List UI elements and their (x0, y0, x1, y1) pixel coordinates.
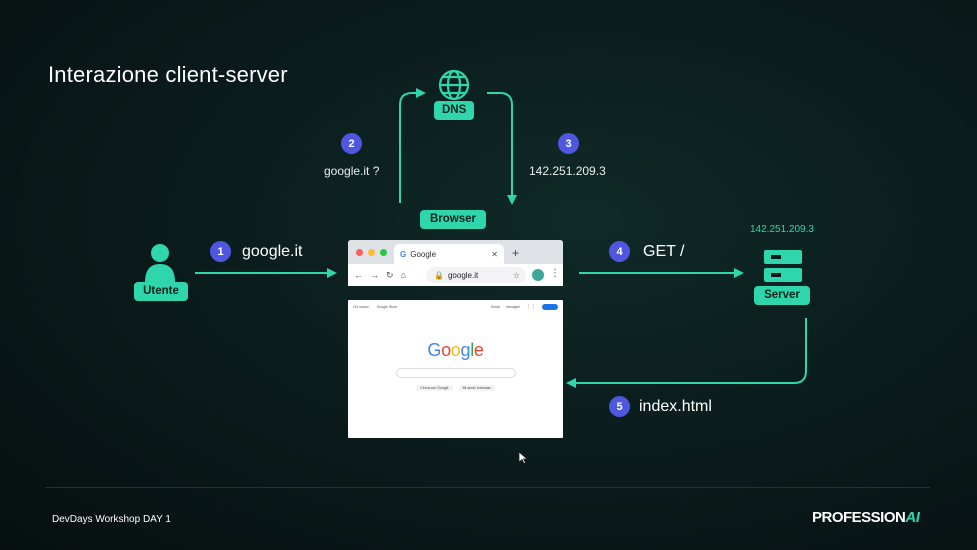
user-tag: Utente (134, 282, 188, 301)
page-top-left-links: Chi siamo Google Store (353, 305, 397, 309)
minimize-dot-icon[interactable] (368, 249, 375, 256)
footer-divider (45, 487, 930, 488)
google-favicon-icon: G (400, 249, 407, 259)
step-3-label: 142.251.209.3 (529, 164, 606, 178)
user-icon (145, 244, 175, 282)
browser-tab-bar: G Google ✕ + (348, 240, 563, 264)
reload-icon[interactable]: ↻ (386, 269, 394, 280)
tab-close-icon[interactable]: ✕ (491, 249, 498, 259)
step-4-label: GET / (643, 243, 685, 260)
forward-arrow-icon[interactable]: → (370, 270, 379, 280)
brand-logo-main: PROFESSION (812, 509, 906, 526)
server-tag: Server (754, 286, 810, 305)
browser-toolbar: ← → ↻ ⌂ 🔒 google.it ☆ ⋮ (348, 264, 563, 286)
slide-title: Interazione client-server (48, 62, 288, 87)
step-1-badge: 1 (210, 241, 231, 262)
apps-grid-icon[interactable]: ⋮⋮ (526, 304, 536, 310)
brand-logo: PROFESSIONAI (812, 509, 920, 526)
menu-kebab-icon[interactable]: ⋮ (550, 268, 560, 279)
sign-in-button[interactable] (542, 304, 558, 310)
step-3-badge: 3 (558, 133, 579, 154)
globe-icon (438, 69, 470, 101)
browser-window: G Google ✕ + ← → ↻ ⌂ 🔒 google.it ☆ ⋮ (348, 240, 563, 286)
page-link-store[interactable]: Google Store (376, 305, 398, 309)
page-link-images[interactable]: Immagini (505, 305, 520, 309)
arrow-browser-to-dns (399, 88, 426, 203)
arrow-dns-to-browser (487, 92, 517, 205)
footer-event-label: DevDays Workshop DAY 1 (52, 514, 171, 525)
back-arrow-icon[interactable]: ← (354, 270, 363, 280)
home-icon[interactable]: ⌂ (400, 270, 406, 280)
browser-tag: Browser (420, 210, 486, 229)
step-5-label: index.html (639, 398, 712, 415)
step-1-label: google.it (242, 243, 303, 260)
google-logo: Google (427, 340, 484, 360)
arrow-server-to-browser (566, 318, 807, 388)
new-tab-button[interactable]: + (512, 246, 520, 260)
step-2-badge: 2 (341, 133, 362, 154)
browser-page-content: Chi siamo Google Store Gmail Immagini ⋮⋮… (348, 300, 563, 438)
address-bar[interactable]: 🔒 google.it ☆ (426, 267, 526, 283)
google-search-input[interactable] (396, 368, 516, 378)
step-2-label: google.it ? (324, 164, 380, 178)
maximize-dot-icon[interactable] (380, 249, 387, 256)
brand-logo-accent: AI (905, 509, 920, 526)
google-search-button[interactable]: Cerca con Google (416, 385, 453, 391)
page-top-right-links: Gmail Immagini ⋮⋮ (491, 304, 558, 310)
page-link-about[interactable]: Chi siamo (353, 305, 369, 309)
mouse-cursor-icon (518, 451, 528, 465)
profile-avatar[interactable] (532, 269, 544, 281)
google-search-buttons: Cerca con Google Mi sento fortunato (348, 385, 563, 391)
close-dot-icon[interactable] (356, 249, 363, 256)
lock-icon: 🔒 (434, 270, 444, 280)
step-5-badge: 5 (609, 396, 630, 417)
step-4-badge: 4 (609, 241, 630, 262)
server-ip-label: 142.251.209.3 (750, 224, 814, 235)
browser-tab[interactable]: G Google ✕ (394, 244, 504, 264)
tab-title: Google (410, 249, 437, 259)
feeling-lucky-button[interactable]: Mi sento fortunato (458, 385, 495, 391)
dns-tag: DNS (434, 101, 474, 120)
server-icon (764, 250, 802, 282)
address-url: google.it (447, 270, 479, 280)
page-link-gmail[interactable]: Gmail (490, 305, 500, 309)
bookmark-star-icon[interactable]: ☆ (512, 270, 520, 280)
